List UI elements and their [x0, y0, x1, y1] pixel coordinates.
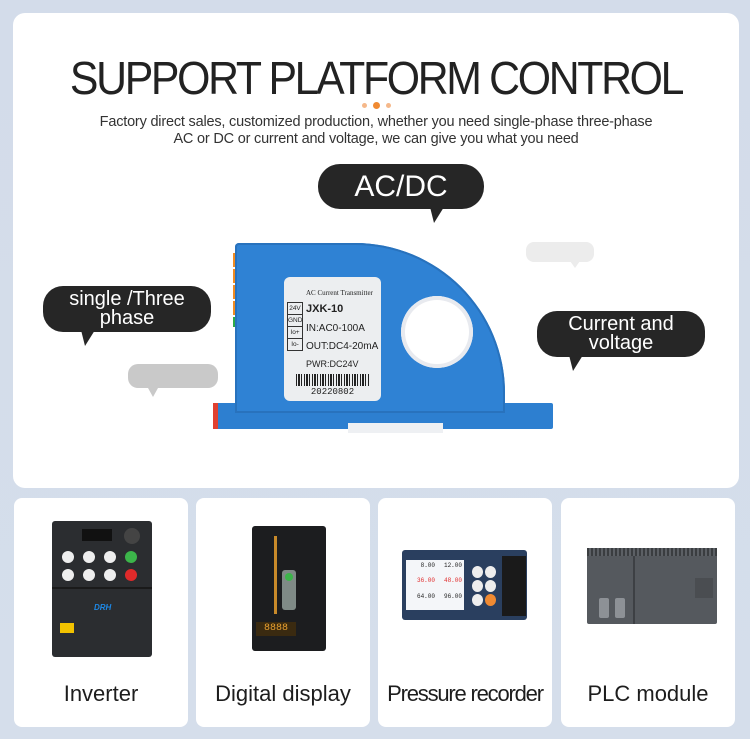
product-name: PLC module: [587, 681, 709, 706]
pin-list: 24V GND Io+ Io-: [287, 302, 303, 351]
screen-value: 96.00: [443, 592, 462, 600]
screen-value: 12.00: [443, 562, 462, 569]
pin-label: GND: [287, 314, 303, 327]
bubble-tail: [570, 261, 580, 268]
subtitle-line: Factory direct sales, customized product…: [99, 114, 653, 130]
screen-value: 8.00: [420, 562, 435, 569]
label-power: PWR:DC24V: [306, 359, 359, 369]
product-name: Digital display: [215, 681, 351, 706]
product-label: AC Current Transmitter 24V GND Io+ Io- J…: [284, 277, 381, 401]
bubble-phase: single /Three phase: [43, 286, 211, 346]
current-transmitter-image: AC Current Transmitter 24V GND Io+ Io- J…: [213, 233, 553, 453]
plc-module-icon: [587, 548, 717, 624]
bubble-tail: [569, 355, 583, 371]
label-model: JXK-10: [306, 303, 344, 315]
bubble-tail: [148, 388, 158, 397]
bubble-blank-left: [128, 364, 218, 397]
pressure-recorder-icon: 8.00 12.00 36.00 48.00 64.00 96.00: [402, 550, 527, 620]
bubble-tail: [430, 207, 444, 223]
product-card-plc-module[interactable]: PLC module: [561, 498, 735, 727]
subtitle: Factory direct sales, customized product…: [13, 114, 739, 148]
dot-icon: [385, 103, 391, 108]
product-name: Inverter: [63, 681, 139, 706]
digital-display-icon: 8888: [252, 526, 326, 651]
bubble-text: phase: [99, 307, 155, 329]
bubble-text: voltage: [588, 332, 654, 354]
bubble-blank-right: [526, 242, 594, 268]
label-output: OUT:DC4-20mA: [306, 341, 379, 352]
sensor-hole: [401, 296, 473, 368]
decorative-dots: [13, 102, 739, 109]
screen-value: 36.00: [416, 577, 435, 585]
product-card-digital-display[interactable]: 8888 Digital display: [196, 498, 370, 727]
product-card-pressure-recorder[interactable]: 8.00 12.00 36.00 48.00 64.00 96.00 Press…: [378, 498, 552, 727]
page-title: SUPPORT PLATFORM CONTROL: [69, 52, 684, 104]
bubble-current-voltage: Current and voltage: [537, 311, 705, 371]
product-card-inverter[interactable]: DRH Inverter: [14, 498, 188, 727]
dot-icon: [372, 102, 380, 109]
label-input: IN:AC0-100A: [306, 323, 365, 334]
bubble-text: AC/DC: [354, 169, 448, 203]
screen-value: 64.00: [416, 592, 435, 600]
screen-value: 48.00: [443, 577, 462, 585]
pin-label: Io-: [287, 338, 303, 351]
bubble-text: Current and: [568, 313, 674, 335]
bubble-tail: [81, 330, 95, 346]
barcode-icon: [296, 374, 370, 386]
transmitter-body: AC Current Transmitter 24V GND Io+ Io- J…: [235, 243, 505, 413]
dot-icon: [361, 103, 367, 108]
pin-label: 24V: [287, 302, 303, 315]
label-serial: 20220802: [310, 387, 355, 397]
subtitle-line: AC or DC or current and voltage, we can …: [173, 131, 579, 147]
inverter-icon: DRH: [52, 521, 152, 657]
product-name: Pressure recorder: [387, 681, 544, 706]
bubble-text: single /Three: [69, 288, 185, 310]
label-type: AC Current Transmitter: [306, 289, 373, 297]
bubble-ac-dc: AC/DC: [318, 164, 484, 223]
